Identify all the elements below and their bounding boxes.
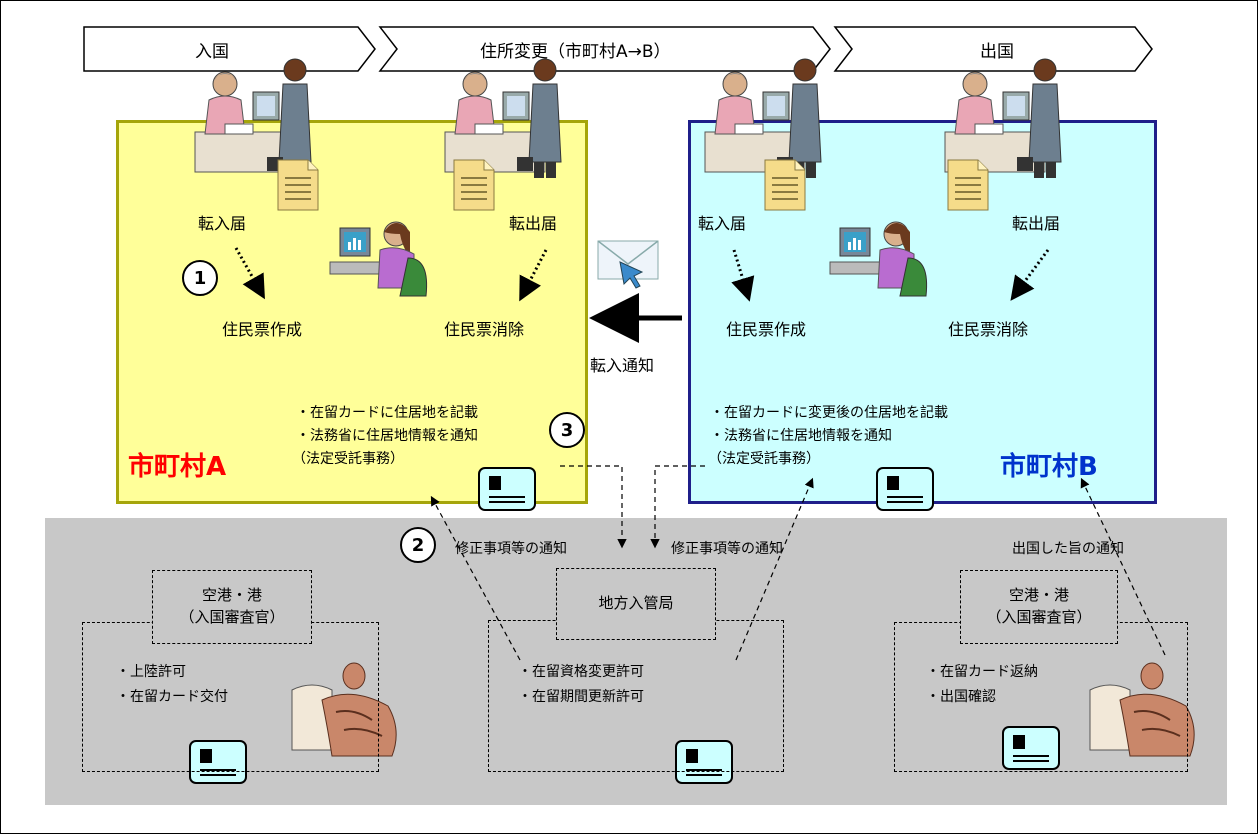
step-marker-3: 3 <box>549 412 585 448</box>
muni-a-name: 市町村A <box>128 452 227 482</box>
muni-b-note-2: ・法務省に住居地情報を通知 <box>710 428 892 444</box>
stage-label-departure: 出国 <box>980 42 1014 62</box>
muni-b-note-3: （法定受託事務） <box>708 451 820 467</box>
step-marker-1: 1 <box>182 260 218 296</box>
regional-bureau-title-box: 地方入管局 <box>556 568 716 640</box>
step-marker-2: 2 <box>400 527 436 563</box>
airport-right-item-1: ・在留カード返納 <box>926 664 1038 680</box>
computer-operator-icon <box>329 221 428 297</box>
document-icon <box>764 159 806 211</box>
stage-label-entry: 入国 <box>195 42 229 62</box>
airport-left-title: 空港・港 （入国審査官） <box>152 570 312 644</box>
stage-arrow-departure <box>833 26 1153 72</box>
muni-a-create-record-label: 住民票作成 <box>222 320 303 339</box>
muni-b-transfer-in-label: 転入届 <box>698 214 747 233</box>
airport-left-title-line2: （入国審査官） <box>179 608 285 626</box>
municipality-a-box <box>116 120 588 504</box>
muni-b-create-record-label: 住民票作成 <box>726 320 807 339</box>
muni-a-transfer-out-label: 転出届 <box>509 214 558 233</box>
muni-b-delete-record-label: 住民票消除 <box>948 320 1029 339</box>
stage-label-address-change: 住所変更（市町村A→B） <box>480 42 671 62</box>
airport-right-title-line1: 空港・港 <box>1008 586 1069 605</box>
muni-a-note-1: ・在留カードに住居地を記載 <box>296 405 478 421</box>
airport-right-item-2: ・出国確認 <box>926 689 996 705</box>
residence-card-icon <box>478 467 536 511</box>
correction-notice-right: 修正事項等の通知 <box>671 541 783 557</box>
muni-a-note-2: ・法務省に住居地情報を通知 <box>296 428 478 444</box>
residence-card-icon <box>876 467 934 511</box>
muni-a-transfer-in-label: 転入届 <box>198 214 247 233</box>
departure-notice: 出国した旨の通知 <box>1012 541 1124 557</box>
document-icon <box>947 159 989 211</box>
document-icon <box>277 159 319 211</box>
regional-bureau-item-2: ・在留期間更新許可 <box>518 689 644 705</box>
muni-a-note-3: （法定受託事務） <box>292 451 404 467</box>
muni-b-name: 市町村B <box>1000 452 1098 482</box>
airport-left-title-line1: 空港・港 <box>201 586 262 605</box>
stage-arrow-entry <box>83 26 376 72</box>
transfer-notice-label: 転入通知 <box>590 356 655 375</box>
correction-notice-left: 修正事項等の通知 <box>455 541 567 557</box>
document-icon <box>453 159 495 211</box>
muni-b-transfer-out-label: 転出届 <box>1012 214 1061 233</box>
muni-b-note-1: ・在留カードに変更後の住居地を記載 <box>710 405 948 421</box>
airport-right-title: 空港・港 （入国審査官） <box>960 570 1118 644</box>
airport-right-title-line2: （入国審査官） <box>986 608 1092 626</box>
airport-left-item-1: ・上陸許可 <box>116 664 186 680</box>
email-envelope-icon <box>597 240 659 289</box>
computer-operator-icon <box>829 221 928 297</box>
muni-a-delete-record-label: 住民票消除 <box>444 320 525 339</box>
regional-bureau-title: 地方入管局 <box>598 594 674 613</box>
regional-bureau-item-1: ・在留資格変更許可 <box>518 664 644 680</box>
clerk-counter-icon <box>704 58 822 179</box>
airport-left-item-2: ・在留カード交付 <box>116 689 228 705</box>
